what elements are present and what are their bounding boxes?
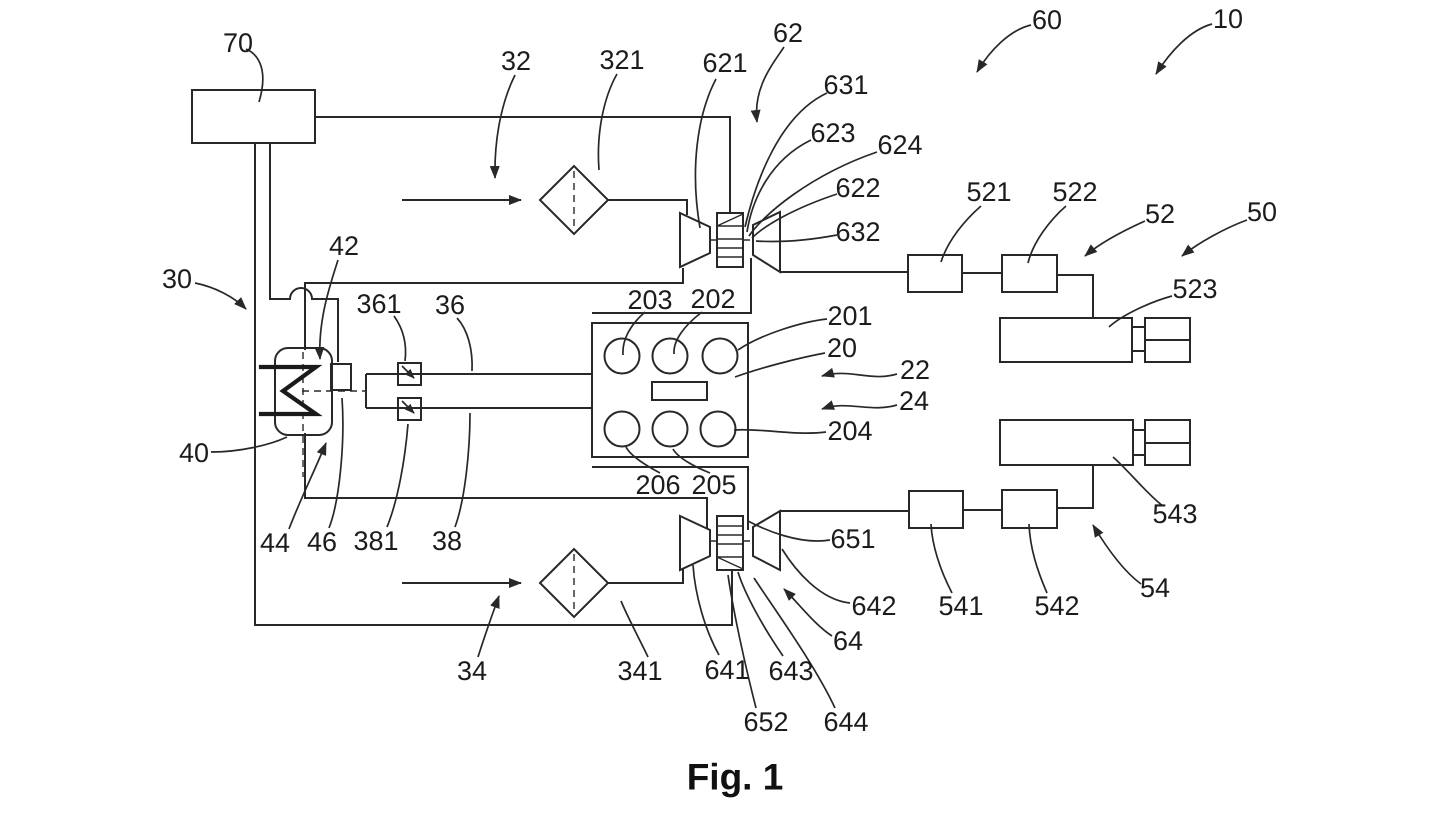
ref-label-60: 60 (1032, 5, 1062, 35)
ref-label-341: 341 (617, 656, 662, 686)
ref-label-36: 36 (435, 290, 465, 320)
exhaust-box-522 (1001, 254, 1058, 293)
ref-label-52: 52 (1145, 199, 1175, 229)
ref-label-631: 631 (823, 70, 868, 100)
ref-label-522: 522 (1052, 177, 1097, 207)
ref-label-54: 54 (1140, 573, 1170, 603)
controller-to-clutch-line (269, 143, 339, 362)
ref-label-34: 34 (457, 656, 487, 686)
ref-label-643: 643 (768, 656, 813, 686)
machine-40-symbol (258, 364, 323, 417)
turbo-center-bottom-detail (716, 525, 744, 570)
ref-label-541: 541 (938, 591, 983, 621)
ref-label-361: 361 (356, 289, 401, 319)
turbo-center-bottom (716, 515, 744, 571)
ref-label-64: 64 (833, 626, 863, 656)
ref-label-10: 10 (1213, 4, 1243, 34)
ref-label-381: 381 (353, 526, 398, 556)
ref-label-652: 652 (743, 707, 788, 737)
ref-label-624: 624 (877, 130, 922, 160)
clutch-box (330, 363, 352, 391)
ref-label-203: 203 (627, 285, 672, 315)
ref-label-622: 622 (835, 173, 880, 203)
charge-duct-bottom (304, 433, 708, 529)
ref-label-205: 205 (691, 470, 736, 500)
ref-label-62: 62 (773, 18, 803, 48)
compressor-top (679, 211, 711, 269)
sensor-arrow-361 (401, 365, 415, 379)
cylinder-6 (699, 410, 737, 448)
cylinder-4 (603, 410, 641, 448)
silencer-bottom-stubs (1133, 429, 1145, 456)
turbine-bottom (752, 509, 781, 572)
silencer-box-bottom (999, 419, 1134, 466)
compressor-bottom (679, 514, 711, 572)
charge-duct-top (304, 268, 684, 350)
engine-block (591, 322, 749, 458)
shaft-lines (365, 373, 592, 409)
sensor-box-381 (397, 397, 422, 421)
filter-to-compressor-top-line (608, 199, 688, 215)
ref-label-621: 621 (702, 48, 747, 78)
exhaust-box-541 (908, 490, 964, 529)
ref-label-542: 542 (1034, 591, 1079, 621)
sensor-box-361 (397, 362, 422, 386)
ref-label-543: 543 (1152, 499, 1197, 529)
ref-label-70: 70 (223, 28, 253, 58)
ref-label-202: 202 (690, 284, 735, 314)
ref-label-20: 20 (827, 333, 857, 363)
line-522-523 (1057, 274, 1094, 318)
filter-to-compressor-bottom-line (608, 569, 684, 584)
ref-label-40: 40 (179, 438, 209, 468)
controller-box (191, 89, 316, 144)
ref-label-24: 24 (899, 386, 929, 416)
figure-caption: Fig. 1 (687, 757, 784, 798)
ref-label-206: 206 (635, 470, 680, 500)
ref-label-644: 644 (823, 707, 868, 737)
ref-label-32: 32 (501, 46, 531, 76)
ref-label-523: 523 (1172, 274, 1217, 304)
ref-label-22: 22 (900, 355, 930, 385)
silencer-box-523 (999, 317, 1133, 363)
ref-label-38: 38 (432, 526, 462, 556)
ref-label-641: 641 (704, 655, 749, 685)
ref-label-204: 204 (827, 416, 872, 446)
cylinder-3 (701, 337, 739, 375)
turbo-center-top (716, 212, 744, 268)
ref-label-632: 632 (835, 217, 880, 247)
reference-labels: 70 32 321 621 62 631 623 624 622 632 60 10 521 522 52 5… (162, 4, 1277, 737)
exhaust-manifold-bottom (592, 466, 749, 530)
ref-label-30: 30 (162, 264, 192, 294)
exhaust-box-542 (1001, 489, 1058, 529)
leader-lines (194, 23, 1248, 709)
ref-label-42: 42 (329, 231, 359, 261)
ref-label-44: 44 (260, 528, 290, 558)
sensor-arrow-381 (401, 400, 415, 414)
ref-label-521: 521 (966, 177, 1011, 207)
ref-label-642: 642 (851, 591, 896, 621)
ref-label-201: 201 (827, 301, 872, 331)
ref-label-46: 46 (307, 527, 337, 557)
ref-label-50: 50 (1247, 197, 1277, 227)
controller-to-top-turbo-line (315, 116, 731, 213)
silencer-top-stubs (1132, 326, 1145, 352)
turbo-center-top-detail (716, 213, 744, 258)
engine-center-port (651, 381, 708, 401)
line-542-543 (1057, 465, 1094, 509)
cylinder-5 (651, 410, 689, 448)
exhaust-box-521 (907, 254, 963, 293)
ref-label-651: 651 (830, 524, 875, 554)
ref-label-321: 321 (599, 45, 644, 75)
ref-label-623: 623 (810, 118, 855, 148)
cylinder-2 (651, 337, 689, 375)
machine-40 (274, 347, 333, 436)
cylinder-1 (603, 337, 641, 375)
